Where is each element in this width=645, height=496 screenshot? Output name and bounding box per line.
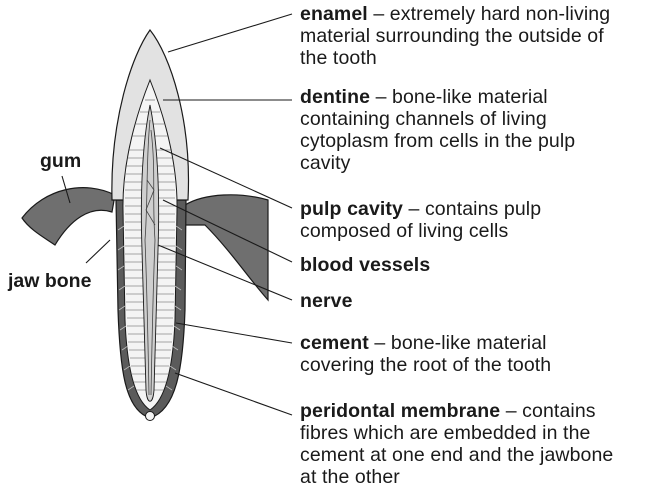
label-blood-vessels: blood vessels (300, 254, 610, 276)
root-apex (146, 412, 155, 421)
label-cement-term: cement (300, 332, 369, 354)
leader-membrane (175, 373, 292, 415)
label-pulp-cavity: pulp cavity – contains pulp composed of … (300, 198, 610, 242)
label-nerve: nerve (300, 290, 610, 312)
label-peridontal-membrane: peridontal membrane – contains fibres wh… (300, 400, 635, 488)
label-jaw-bone: jaw bone (8, 270, 91, 292)
label-dentine-term: dentine (300, 86, 370, 108)
label-cement: cement – bone-like material covering the… (300, 332, 610, 376)
leader-enamel (168, 14, 292, 52)
label-blood-vessels-term: blood vessels (300, 254, 430, 276)
gum-right (185, 195, 268, 300)
label-pulp-cavity-term: pulp cavity (300, 198, 403, 220)
label-dentine: dentine – bone-like material containing … (300, 86, 610, 174)
label-enamel: enamel – extremely hard non-living mater… (300, 3, 630, 69)
label-gum: gum (40, 150, 81, 172)
leader-jaw-bone (86, 240, 110, 263)
label-enamel-term: enamel (300, 3, 368, 25)
label-nerve-term: nerve (300, 290, 353, 312)
label-peridontal-membrane-term: peridontal membrane (300, 400, 500, 422)
leader-cement (176, 323, 292, 343)
